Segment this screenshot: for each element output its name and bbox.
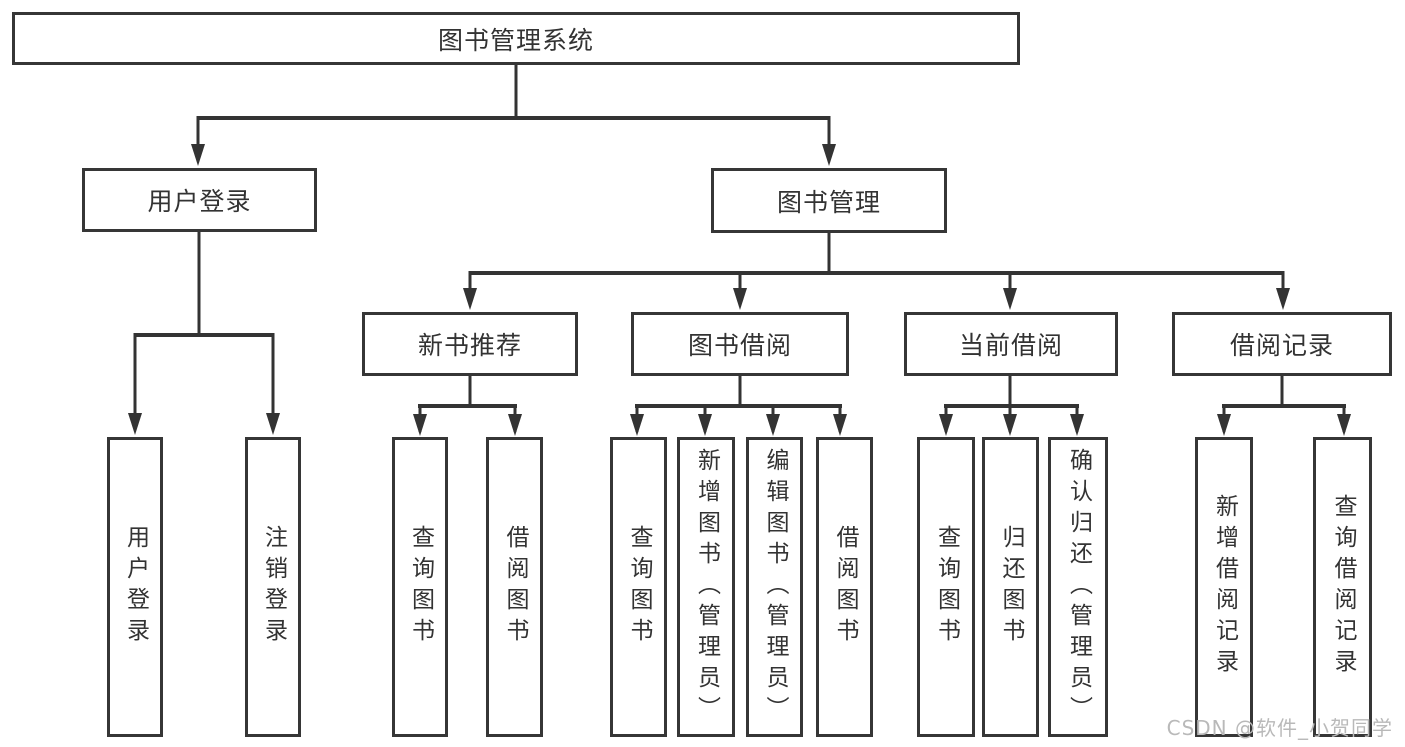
node-borrow-records: 借阅记录 [1172, 312, 1392, 376]
node-book-borrow: 图书借阅 [631, 312, 849, 376]
leaf-query-books-1: 查询图书 [392, 437, 448, 737]
leaf-return-book: 归还图书 [982, 437, 1039, 737]
node-user-login: 用户登录 [82, 168, 317, 232]
csdn-watermark: CSDN @软件_小贺同学 [1166, 716, 1393, 740]
node-book-management: 图书管理 [711, 168, 947, 233]
leaf-add-book-admin: 新增图书（管理员） [677, 437, 735, 737]
leaf-borrow-books-2: 借阅图书 [816, 437, 873, 737]
leaf-user-login: 用户登录 [107, 437, 163, 737]
leaf-query-books-2: 查询图书 [610, 437, 667, 737]
leaf-edit-book-admin: 编辑图书（管理员） [746, 437, 803, 737]
connectors-book-management-branch [463, 233, 1290, 310]
node-current-borrow: 当前借阅 [904, 312, 1118, 376]
node-new-book-recommend: 新书推荐 [362, 312, 578, 376]
leaf-add-borrow-record: 新增借阅记录 [1195, 437, 1253, 737]
connectors-user-login-branch [128, 232, 280, 435]
node-root-system: 图书管理系统 [12, 12, 1020, 65]
leaf-confirm-return-admin: 确认归还（管理员） [1048, 437, 1108, 737]
leaf-borrow-books-1: 借阅图书 [486, 437, 543, 737]
leaf-logout: 注销登录 [245, 437, 301, 737]
connectors-current-borrow-branch [939, 376, 1084, 436]
connectors-borrow-records-branch [1217, 376, 1351, 436]
connectors-new-books-branch [413, 376, 522, 436]
leaf-query-books-3: 查询图书 [917, 437, 975, 737]
leaf-query-borrow-record: 查询借阅记录 [1313, 437, 1372, 737]
connectors-root [191, 65, 836, 166]
connectors-book-borrow-branch [630, 376, 847, 436]
